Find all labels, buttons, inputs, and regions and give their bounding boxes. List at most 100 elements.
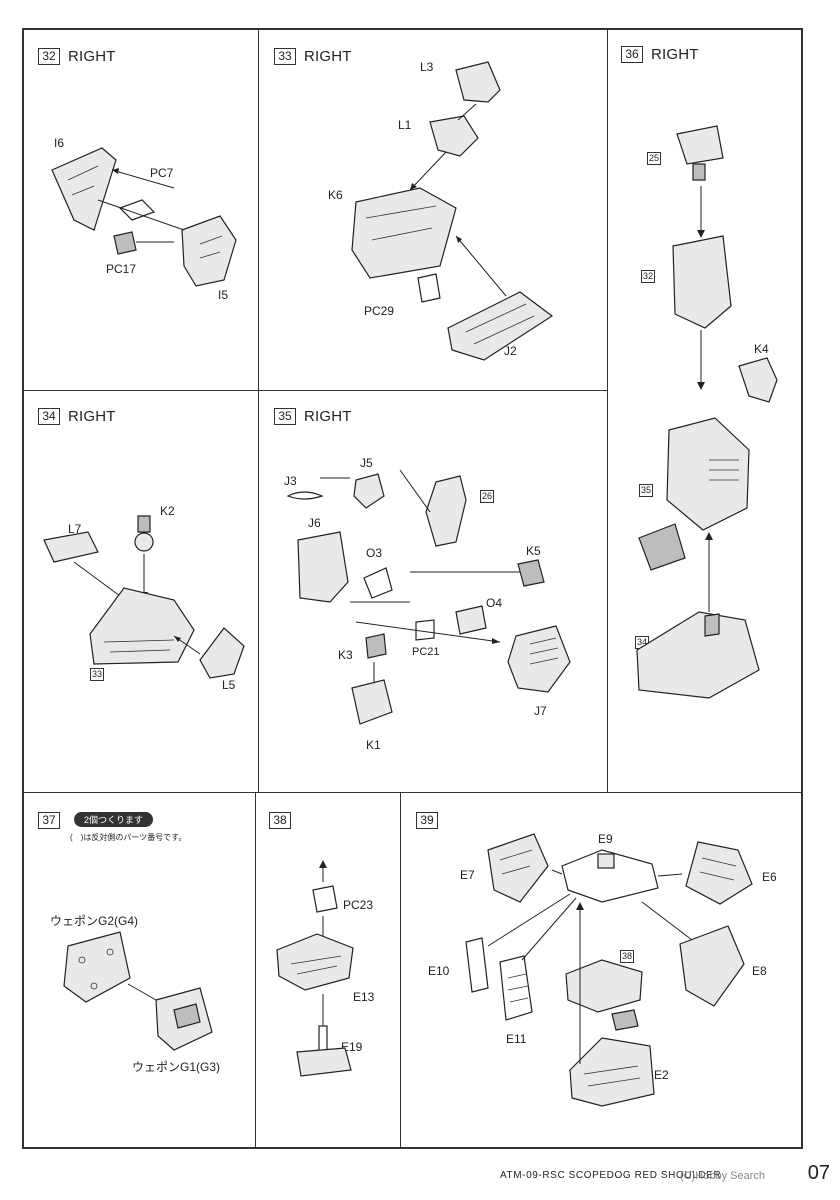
opposite-side-note: ( )は反対側のパーツ番号です。 bbox=[70, 833, 187, 842]
part-label-pc7: PC7 bbox=[150, 166, 174, 180]
part-k6 bbox=[351, 187, 457, 279]
step-number: 38 bbox=[269, 812, 291, 829]
part-label-e13: E13 bbox=[353, 990, 375, 1004]
step-38-diagram bbox=[276, 860, 354, 1077]
part-label-e11: E11 bbox=[506, 1032, 527, 1046]
step-34-header: 34 RIGHT bbox=[38, 408, 116, 425]
part-l7 bbox=[43, 531, 99, 563]
step-36-header: 36 RIGHT bbox=[621, 46, 699, 63]
part-32 bbox=[672, 235, 732, 329]
step-title: RIGHT bbox=[651, 46, 699, 63]
part-j5 bbox=[353, 473, 385, 509]
part-e6 bbox=[685, 841, 753, 905]
step-number: 35 bbox=[274, 408, 296, 425]
part-e2 bbox=[569, 1037, 655, 1107]
step-38-panel: 38 PC23 E13 E19 bbox=[257, 794, 400, 1147]
part-label-k3: K3 bbox=[338, 648, 353, 662]
part-34 bbox=[636, 611, 760, 699]
part-label-i6: I6 bbox=[54, 136, 65, 150]
part-33 bbox=[89, 587, 195, 665]
footer-title: ATM-09-RSC SCOPEDOG RED SHOULDER bbox=[500, 1170, 722, 1181]
watermark: (C)Hobby Search bbox=[680, 1170, 765, 1182]
part-e7 bbox=[487, 833, 549, 903]
step-33-header: 33 RIGHT bbox=[274, 48, 352, 65]
part-label-e10: E10 bbox=[428, 964, 450, 978]
step-39-panel: 39 E9 E7 E6 E10 38 E8 E11 E2 bbox=[402, 794, 801, 1147]
part-label-l5: L5 bbox=[222, 678, 236, 692]
part-pc23 bbox=[312, 885, 338, 913]
part-label-e6: E6 bbox=[762, 870, 777, 884]
part-pc29 bbox=[417, 273, 441, 303]
part-label-j7: J7 bbox=[534, 704, 547, 718]
part-i6 bbox=[51, 147, 117, 231]
step-32-panel: 32 RIGHT I6 PC7 PC17 I5 bbox=[24, 30, 258, 390]
part-label-k1: K1 bbox=[366, 738, 381, 752]
part-j7 bbox=[507, 625, 571, 693]
col-divider-d bbox=[400, 792, 401, 1149]
part-label-k6: K6 bbox=[328, 188, 343, 202]
part-k1 bbox=[351, 679, 393, 725]
step-number: 32 bbox=[38, 48, 60, 65]
part-label-weapon-g1: ウェポンG1(G3) bbox=[132, 1060, 221, 1074]
part-i5 bbox=[181, 215, 237, 287]
step-33-panel: 33 RIGHT L3 L1 K6 PC29 J2 bbox=[260, 30, 607, 390]
step-38-header: 38 bbox=[269, 812, 291, 829]
part-j3 bbox=[286, 491, 324, 500]
step-39-diagram bbox=[465, 833, 753, 1107]
part-k2 bbox=[137, 515, 151, 533]
step-37-diagram bbox=[63, 931, 213, 1051]
part-label-k5: K5 bbox=[526, 544, 541, 558]
part-e19 bbox=[296, 1047, 352, 1077]
part-k5 bbox=[517, 559, 545, 587]
step-34-diagram bbox=[43, 515, 245, 679]
step-33-diagram bbox=[351, 61, 554, 361]
part-label-j6: J6 bbox=[308, 516, 321, 530]
part-e8 bbox=[679, 925, 745, 1007]
part-label-e7: E7 bbox=[460, 868, 475, 882]
page-number: 07 bbox=[807, 1162, 830, 1184]
step-35-diagram bbox=[286, 469, 571, 725]
part-label-k4: K4 bbox=[754, 342, 769, 356]
part-label-e9: E9 bbox=[598, 832, 613, 846]
step-title: RIGHT bbox=[304, 48, 352, 65]
part-label-j2: J2 bbox=[504, 344, 517, 358]
step-35-panel: 35 RIGHT J3 J5 26 J6 O3 K5 O4 K3 PC21 J7… bbox=[260, 392, 607, 792]
part-label-pc21: PC21 bbox=[412, 646, 440, 658]
part-35 bbox=[666, 417, 750, 531]
part-label-j3: J3 bbox=[284, 474, 297, 488]
part-k3 bbox=[365, 633, 387, 659]
part-label-weapon-g2: ウェポンG2(G4) bbox=[50, 914, 139, 928]
part-o4 bbox=[455, 605, 487, 635]
part-e10 bbox=[465, 937, 489, 993]
part-label-l1: L1 bbox=[398, 118, 412, 132]
part-label-k2: K2 bbox=[160, 504, 175, 518]
step-36-panel: 36 RIGHT 25 32 K4 35 34 bbox=[609, 30, 801, 792]
step-36-diagram bbox=[636, 125, 778, 699]
row-divider-2 bbox=[22, 792, 803, 793]
part-label-l7: L7 bbox=[68, 522, 82, 536]
part-26 bbox=[425, 475, 467, 547]
make-two-badge: 2個つくります bbox=[74, 812, 154, 827]
part-weapon-g2 bbox=[63, 931, 131, 1003]
part-e19-shaft bbox=[318, 1025, 328, 1053]
part-j2 bbox=[447, 291, 554, 361]
step-number: 37 bbox=[38, 812, 60, 829]
part-label-o3: O3 bbox=[366, 546, 383, 560]
part-l3 bbox=[455, 61, 501, 103]
ref-step-32: 32 bbox=[641, 270, 656, 283]
part-label-i5: I5 bbox=[218, 288, 229, 302]
step-number: 34 bbox=[38, 408, 60, 425]
part-pc21 bbox=[415, 619, 435, 641]
part-l5 bbox=[199, 627, 245, 679]
step-title: RIGHT bbox=[68, 48, 116, 65]
ref-step-26: 26 bbox=[480, 490, 495, 503]
step-34-panel: 34 RIGHT K2 L7 33 L5 bbox=[24, 392, 258, 792]
step-32-diagram bbox=[51, 147, 237, 287]
col-divider-a bbox=[258, 28, 259, 792]
part-label-pc29: PC29 bbox=[364, 304, 395, 318]
row-divider-1 bbox=[22, 390, 607, 391]
part-pc17 bbox=[113, 231, 137, 255]
step-number: 36 bbox=[621, 46, 643, 63]
step-37-header: 37 bbox=[38, 812, 60, 829]
ref-step-35: 35 bbox=[639, 484, 654, 497]
